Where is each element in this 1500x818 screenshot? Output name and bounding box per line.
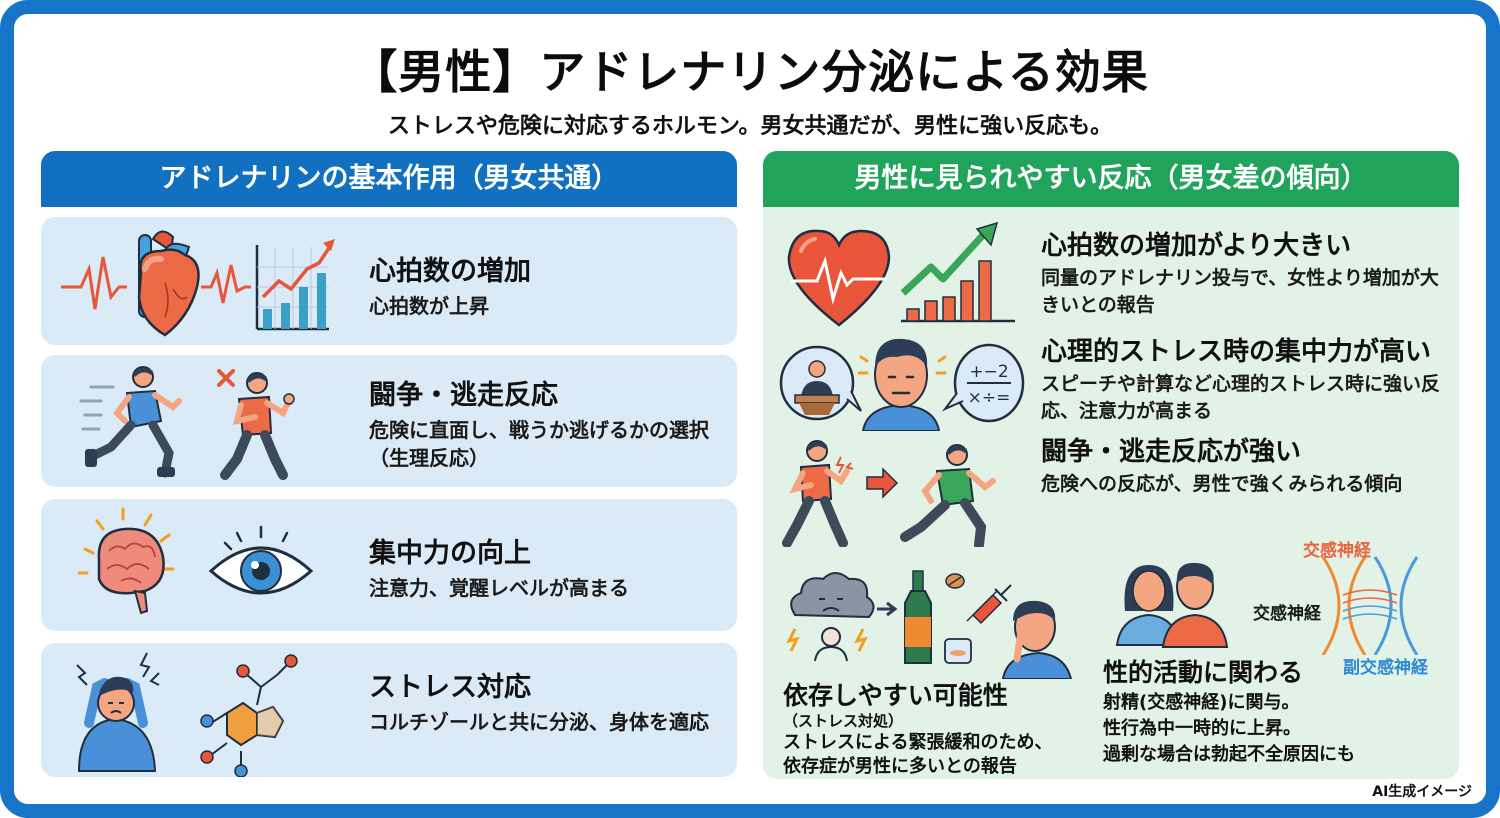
stressed-man-icon bbox=[76, 652, 160, 772]
card-text: 闘争・逃走反応 危険に直面し、戦うか逃げるかの選択（生理反応） bbox=[369, 373, 727, 472]
item-icons bbox=[783, 221, 1023, 331]
svg-text:×÷=: ×÷= bbox=[968, 388, 1011, 408]
card-text: 心拍数の増加 心拍数が上昇 bbox=[369, 249, 727, 320]
running-man-icon bbox=[900, 444, 996, 547]
pill-icon bbox=[945, 573, 965, 589]
speech-podium-icon bbox=[779, 345, 862, 421]
reaction-title: 心拍数の増加がより大きい bbox=[1041, 231, 1352, 261]
reaction-dependency: 依存しやすい可能性 （ストレス対処） ストレスによる緊張緩和のため、 依存症が男… bbox=[783, 676, 1113, 779]
nerve-strands-icon bbox=[1321, 556, 1419, 655]
sympathetic-nerve-label-middle: 交感神経 bbox=[1253, 604, 1321, 624]
reaction-title: 依存しやすい可能性 bbox=[783, 681, 1008, 710]
reaction-title: 性的活動に関わる bbox=[1103, 658, 1304, 687]
math-bubble-icon: +−2 ×÷= bbox=[941, 343, 1025, 423]
card-body: 心拍数が上昇 bbox=[369, 294, 489, 318]
couple-icon bbox=[1115, 562, 1229, 648]
card-icons bbox=[61, 355, 351, 487]
sexual-activity-icons bbox=[1115, 555, 1435, 655]
molecule-icon bbox=[200, 654, 298, 777]
male-reactions-panel: 男性に見られやすい反応（男女差の傾向） 心拍数の増加がより大きい 同量のアドレナ… bbox=[763, 151, 1459, 779]
reaction-body: スピーチや計算など心理的ストレス時に強い反応、注意力が高まる bbox=[1041, 373, 1441, 422]
bottle-icon bbox=[904, 570, 932, 664]
rising-bar-chart-icon bbox=[255, 239, 335, 331]
sympathetic-nerve-label: 交感神経 bbox=[1303, 541, 1371, 561]
basic-effects-header: アドレナリンの基本作用（男女共通） bbox=[41, 151, 737, 207]
card-title: 闘争・逃走反応 bbox=[369, 380, 558, 411]
card-title: 心拍数の増加 bbox=[369, 256, 531, 287]
parasympathetic-nerve-label: 副交感神経 bbox=[1343, 658, 1428, 678]
card-title: 集中力の向上 bbox=[369, 538, 531, 569]
eye-icon bbox=[208, 525, 314, 595]
heart-icon bbox=[137, 230, 200, 337]
arrow-right-icon bbox=[866, 467, 899, 499]
svg-text:+−2: +−2 bbox=[969, 362, 1008, 382]
reaction-body-line: 射精(交感神経)に関与。 bbox=[1103, 692, 1300, 713]
card-icons bbox=[61, 499, 351, 631]
card-title: ストレス対応 bbox=[369, 672, 531, 703]
reaction-body-line: 過剰な場合は勃起不全原因にも bbox=[1103, 744, 1355, 765]
card-heart-rate: 心拍数の増加 心拍数が上昇 bbox=[41, 217, 737, 345]
page-title: 【男性】アドレナリン分泌による効果 bbox=[351, 45, 1149, 99]
arrow-right-icon bbox=[877, 601, 898, 617]
reaction-fight-or-flight: 闘争・逃走反応が強い 危険への反応が、男性で強くみられる傾向 bbox=[1041, 431, 1451, 498]
reaction-body-line: 依存症が男性に多いとの報告 bbox=[783, 756, 1017, 777]
reaction-heart-rate: 心拍数の増加がより大きい 同量のアドレナリン投与で、女性より増加が大きいとの報告 bbox=[1041, 225, 1451, 319]
card-stress-response: ストレス対応 コルチゾールと共に分泌、身体を適応 bbox=[41, 643, 737, 777]
card-text: ストレス対応 コルチゾールと共に分泌、身体を適応 bbox=[369, 665, 727, 736]
reaction-title: 心理的ストレス時の集中力が高い bbox=[1041, 337, 1432, 367]
male-reactions-header: 男性に見られやすい反応（男女差の傾向） bbox=[763, 151, 1459, 207]
card-body: 注意力、覚醒レベルが高まる bbox=[369, 576, 629, 600]
card-icons bbox=[61, 217, 351, 345]
brain-icon bbox=[77, 507, 175, 615]
troubled-man-icon bbox=[1001, 600, 1073, 679]
reaction-body: 同量のアドレナリン投与で、女性より増加が大きいとの報告 bbox=[1041, 267, 1439, 316]
storm-cloud-icon bbox=[786, 572, 875, 662]
reaction-body: 危険への反応が、男性で強くみられる傾向 bbox=[1041, 473, 1403, 495]
reaction-concentration: 心理的ストレス時の集中力が高い スピーチや計算など心理的ストレス時に強い反応、注… bbox=[1041, 331, 1451, 425]
item-icons bbox=[781, 437, 1021, 547]
heartbeat-line-icon bbox=[61, 256, 251, 310]
reaction-title: 闘争・逃走反応が強い bbox=[1041, 437, 1302, 467]
syringe-icon bbox=[966, 584, 1012, 625]
card-body: コルチゾールと共に分泌、身体を適応 bbox=[369, 710, 709, 734]
rising-bar-chart-icon bbox=[900, 221, 1015, 323]
man-face-icon bbox=[857, 338, 947, 431]
fighting-man-icon bbox=[217, 369, 295, 480]
reaction-note: （ストレス対処） bbox=[783, 712, 904, 730]
ai-generated-label: AI生成イメージ bbox=[1372, 784, 1472, 800]
card-icons bbox=[61, 643, 351, 777]
item-icons: +−2 ×÷= bbox=[777, 331, 1027, 431]
card-text: 集中力の向上 注意力、覚醒レベルが高まる bbox=[369, 531, 727, 602]
card-body: 危険に直面し、戦うか逃げるかの選択（生理反応） bbox=[369, 418, 709, 470]
reaction-body-line: ストレスによる緊張緩和のため、 bbox=[783, 732, 1053, 753]
card-concentration: 集中力の向上 注意力、覚醒レベルが高まる bbox=[41, 499, 737, 631]
heart-pulse-icon bbox=[787, 229, 891, 327]
basic-effects-panel: アドレナリンの基本作用（男女共通） bbox=[41, 151, 737, 779]
page-subtitle: ストレスや危険に対応するホルモン。男女共通だが、男性に強い反応も。 bbox=[387, 114, 1113, 139]
card-fight-or-flight: 闘争・逃走反応 危険に直面し、戦うか逃げるかの選択（生理反応） bbox=[41, 355, 737, 487]
glass-icon bbox=[944, 638, 972, 664]
reaction-sexual-activity: 性的活動に関わる 射精(交感神経)に関与。 性行為中一時的に上昇。 過剰な場合は… bbox=[1103, 653, 1443, 767]
fighting-man-icon bbox=[782, 440, 854, 547]
reaction-body-line: 性行為中一時的に上昇。 bbox=[1103, 718, 1301, 739]
running-man-icon bbox=[79, 366, 182, 478]
dependency-icons bbox=[785, 569, 1085, 679]
